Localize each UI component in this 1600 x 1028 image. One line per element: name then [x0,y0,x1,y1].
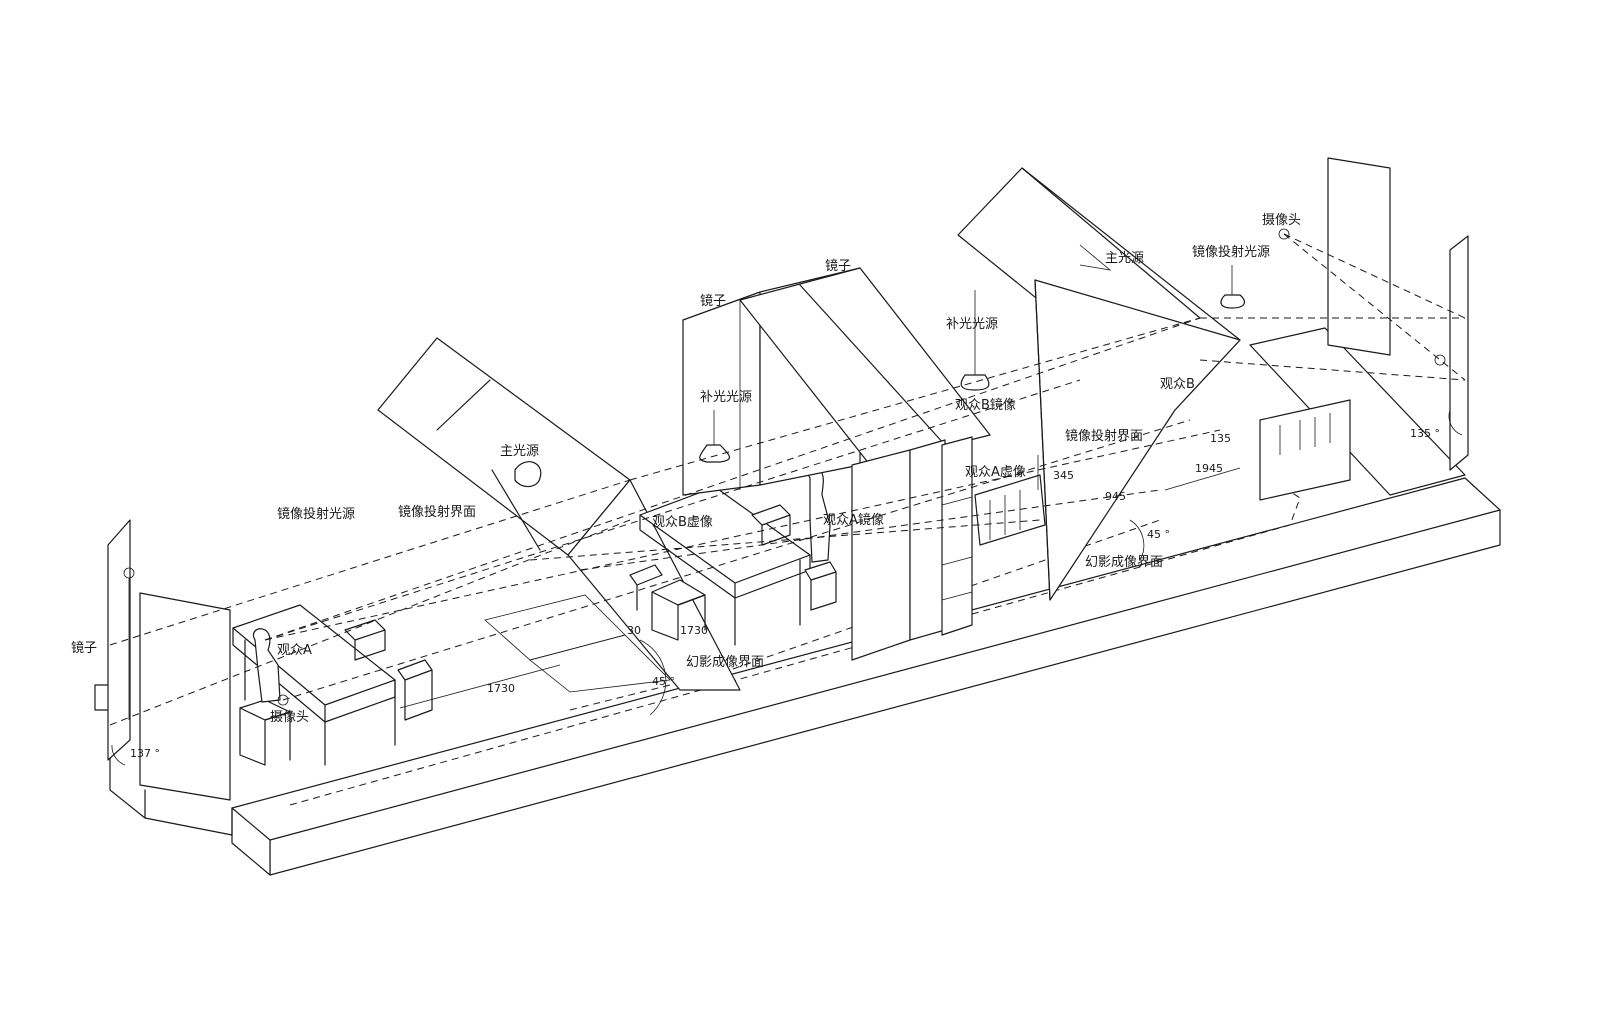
label-projection-interface-right: 镜像投射界面 [1065,428,1143,444]
centre-shelf-unit [851,436,973,661]
dim-angle-mid-right: 45 ° [1147,528,1170,541]
base-platform [94,477,1501,876]
label-viewer-b-mirror: 观众B镜像 [955,398,1016,413]
label-main-light-left: 主光源 [500,444,539,459]
dim-1730-b: 1730 [680,624,708,637]
label-viewer-a-virtual: 观众A虚像 [965,465,1026,480]
dim-1730-a: 1730 [487,682,515,695]
right-bench [960,290,1046,546]
label-projection-light-right: 镜像投射光源 [1192,244,1270,260]
left-mirror-panels [107,519,231,801]
left-table-group [232,604,433,766]
label-phantom-interface-left: 幻影成像界面 [686,655,764,670]
dim-1945: 1945 [1195,462,1223,475]
dim-angle-left: 137 ° [130,747,160,760]
label-viewer-a-mirror: 观众A镜像 [823,513,884,528]
dim-angle-mid-left: 45 ° [652,675,675,688]
label-projection-light-left: 镜像投射光源 [277,506,355,522]
label-viewer-b: 观众B [1160,377,1195,392]
center-table-group [629,467,837,646]
label-mirror-top-1: 镜子 [700,294,726,309]
dim-135: 135 [1210,432,1231,445]
centre-mirror-walls [682,267,991,496]
projection-rays [109,233,1466,726]
label-camera-right: 摄像头 [1262,213,1301,228]
label-mirror-left: 镜子 [71,641,97,656]
labels: 镜子 镜子 镜子 观众A 观众B 观众A镜像 观众B镜像 观众B虚像 观众A虚像… [71,213,1301,725]
label-fill-light-left: 补光光源 [700,390,752,405]
dim-945: 945 [1105,490,1126,503]
dimensions: 137 ° 135 ° 45 ° 45 ° 1730 1730 30 345 9… [130,427,1440,760]
dim-345: 345 [1053,469,1074,482]
label-projection-interface-left: 镜像投射界面 [398,504,476,520]
label-camera-left: 摄像头 [270,710,309,725]
label-fill-light-right: 补光光源 [946,317,998,332]
label-phantom-interface-right: 幻影成像界面 [1085,555,1163,570]
label-mirror-top-2: 镜子 [825,259,851,274]
dim-30: 30 [627,624,641,637]
label-main-light-right: 主光源 [1105,251,1144,266]
label-viewer-b-virtual: 观众B虚像 [652,515,713,530]
dim-angle-right: 135 ° [1410,427,1440,440]
right-tilted-interface [957,167,1241,601]
right-room [1220,157,1469,501]
label-viewer-a: 观众A [277,643,312,658]
